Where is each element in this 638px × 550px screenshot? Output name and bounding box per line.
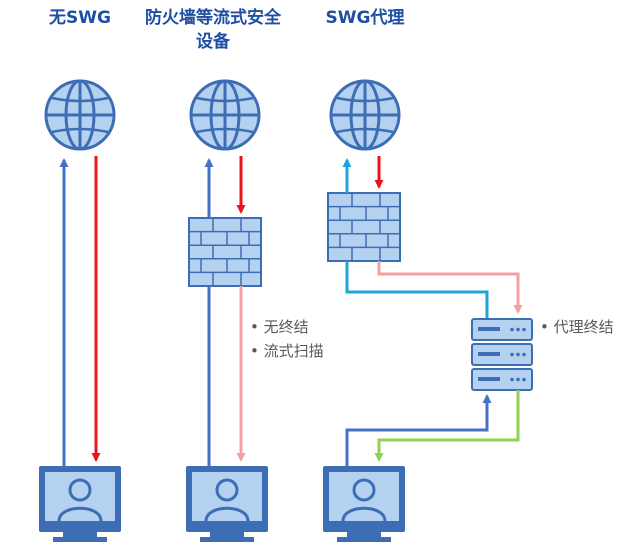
arrow-user-to-proxy [345,394,492,466]
column-title-swg-proxy: SWG代理 [325,8,405,28]
globe-icon [329,79,401,151]
note-stream-scan: • 流式扫描 [250,342,324,360]
cyan-path-proxy-to-firewall [345,261,489,319]
column-title-firewall: 防火墙等流式安全设备 [145,8,281,52]
note-proxy-termination: • 代理终结 [540,318,614,336]
user-monitor-icon [321,464,407,544]
firewall-icon [327,192,401,262]
globe-icon [189,79,261,151]
note-no-termination: • 无终结 [250,318,309,336]
server-stack-icon [471,318,533,341]
arrow-firewall-to-proxy [377,261,523,314]
server-stack-icon [471,343,533,366]
column-title-no-swg: 无SWG [49,8,111,28]
user-monitor-icon [37,464,123,544]
globe-icon [44,79,116,151]
arrow-proxy-to-user [374,390,520,462]
firewall-icon [188,217,262,287]
user-monitor-icon [184,464,270,544]
server-stack-icon [471,368,533,391]
